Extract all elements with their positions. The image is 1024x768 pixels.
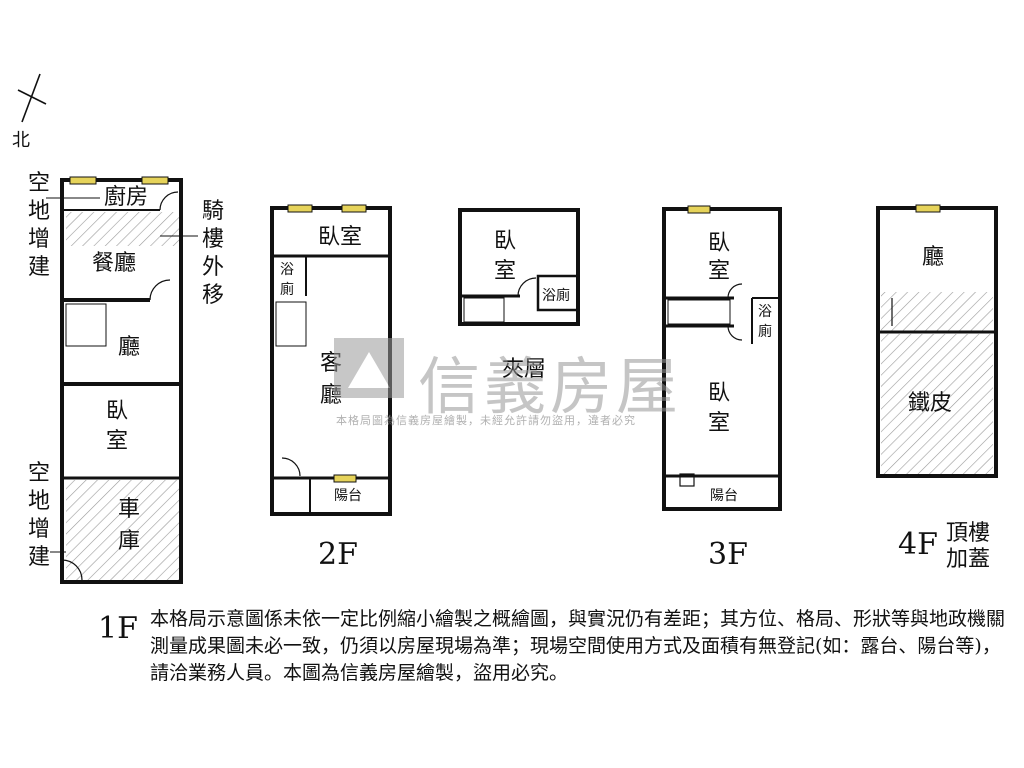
side-note-char: 增 bbox=[28, 227, 50, 252]
mezzanine-bath-wall bbox=[536, 274, 580, 312]
3f-stairs bbox=[667, 299, 731, 325]
room-label-living: 廳 bbox=[118, 335, 140, 360]
room-label-bath: 浴廁 bbox=[542, 287, 570, 304]
window bbox=[69, 176, 97, 185]
floor-4f: 廳 鐵皮 4F 頂樓 加蓋 bbox=[876, 204, 998, 572]
garage-hatch bbox=[66, 480, 180, 580]
side-note-char: 地 bbox=[28, 489, 50, 514]
window bbox=[687, 205, 711, 214]
room-label-bath: 廁 bbox=[758, 323, 772, 340]
door-swing bbox=[727, 283, 743, 299]
side-note-char: 移 bbox=[202, 283, 224, 308]
compass-cross bbox=[17, 89, 47, 105]
1f-outline bbox=[60, 178, 183, 584]
disclaimer-text: 本格局示意圖係未依一定比例縮小繪製之概繪圖，與實況仍有差距；其方位、格局、形狀等… bbox=[150, 608, 1006, 684]
room-label-bath: 浴 bbox=[758, 304, 772, 320]
room-label-balcony: 陽台 bbox=[334, 488, 362, 504]
floor-label-4f: 4F bbox=[898, 527, 938, 562]
3f-outline bbox=[662, 207, 782, 511]
compass: 北 bbox=[12, 73, 47, 151]
mezzanine-stairs bbox=[463, 297, 505, 323]
annex-note-bottom: 空 地 增 建 bbox=[28, 461, 50, 570]
mezzanine-outline bbox=[458, 208, 580, 326]
compass-needle bbox=[21, 73, 41, 123]
room-label-garage: 庫 bbox=[118, 529, 140, 554]
side-note-char: 地 bbox=[28, 199, 50, 224]
side-note-char: 增 bbox=[28, 517, 50, 542]
room-label-bedroom: 室 bbox=[106, 429, 128, 454]
window bbox=[915, 204, 941, 213]
iron-sheet-hatch bbox=[881, 334, 993, 474]
room-label-bedroom: 室 bbox=[494, 259, 516, 284]
room-label-bedroom: 室 bbox=[708, 411, 730, 436]
door-swing bbox=[727, 325, 743, 341]
watermark-logo bbox=[334, 338, 404, 398]
door-swing bbox=[149, 279, 171, 301]
side-note-char: 樓 bbox=[202, 227, 224, 252]
side-note-char: 建 bbox=[28, 255, 50, 280]
room-label-bedroom: 臥 bbox=[106, 399, 128, 424]
door-swing bbox=[517, 277, 537, 297]
side-note-char: 建 bbox=[28, 545, 50, 570]
side-note-char: 空 bbox=[28, 461, 50, 486]
side-note-char: 騎 bbox=[202, 199, 224, 224]
room-label-bedroom: 臥 bbox=[708, 231, 730, 256]
2f-stairs bbox=[275, 301, 307, 347]
door-swing bbox=[281, 457, 301, 477]
annex-note-top: 空 地 增 建 bbox=[28, 171, 50, 280]
floor-label-3f: 3F bbox=[708, 537, 748, 572]
rooftop-note: 加蓋 bbox=[946, 547, 990, 572]
room-label-iron-sheet: 鐵皮 bbox=[908, 391, 952, 416]
room-label-balcony: 陽台 bbox=[710, 488, 738, 504]
room-label-bath: 廁 bbox=[280, 281, 294, 298]
window bbox=[341, 204, 367, 213]
watermark-brand: 信義房屋 bbox=[418, 350, 683, 423]
north-label: 北 bbox=[12, 130, 30, 151]
dining-hatch bbox=[66, 212, 180, 246]
floor-1f: 廚房 餐廳 廳 臥 室 車 庫 空 地 增 建 騎 樓 外 移 空 地 增 建 … bbox=[28, 171, 224, 646]
room-label-dining: 餐廳 bbox=[92, 251, 136, 276]
room-label-garage: 車 bbox=[118, 497, 140, 522]
room-label-bedroom: 臥室 bbox=[318, 225, 362, 250]
floor-3f: 臥 室 浴 廁 臥 室 陽台 3F bbox=[662, 205, 782, 572]
room-label-kitchen: 廚房 bbox=[104, 185, 148, 210]
1f-stairs bbox=[65, 303, 107, 347]
floor-label-1f: 1F bbox=[98, 611, 138, 646]
floor-mezzanine: 臥 室 浴廁 夾層 bbox=[458, 208, 580, 382]
window bbox=[141, 176, 169, 185]
room-label-bedroom: 室 bbox=[708, 259, 730, 284]
rooftop-note: 頂樓 bbox=[946, 521, 990, 546]
arcade-note: 騎 樓 外 移 bbox=[202, 199, 224, 308]
door-swing bbox=[61, 559, 83, 581]
door-swing bbox=[159, 191, 179, 211]
room-label-bath: 浴 bbox=[280, 262, 294, 278]
window bbox=[287, 204, 313, 213]
room-label-bedroom: 臥 bbox=[494, 229, 516, 254]
room-label-bedroom: 臥 bbox=[708, 381, 730, 406]
room-label-hall: 廳 bbox=[922, 245, 944, 270]
floor-label-2f: 2F bbox=[318, 537, 358, 572]
side-note-char: 外 bbox=[202, 255, 224, 280]
floor-label-mezzanine: 夾層 bbox=[502, 357, 546, 382]
window bbox=[333, 474, 357, 483]
roof-hatch bbox=[881, 292, 993, 332]
3f-fixture bbox=[679, 473, 695, 487]
side-note-char: 空 bbox=[28, 171, 50, 196]
watermark-notice: 本格局圖為信義房屋繪製，未經允許請勿盜用，違者必究 bbox=[336, 414, 636, 427]
